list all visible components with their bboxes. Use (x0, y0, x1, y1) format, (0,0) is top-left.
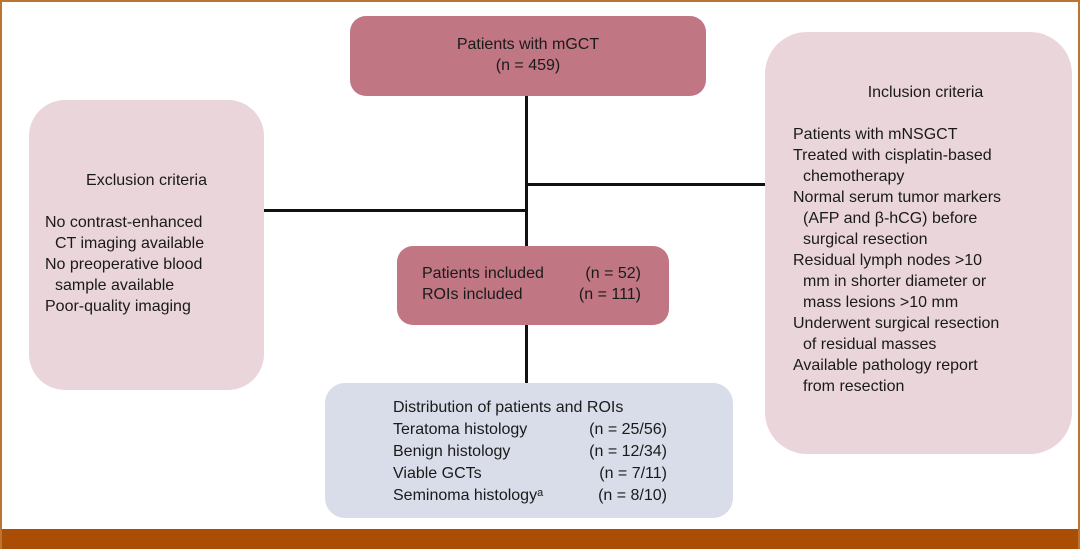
list-item: Underwent surgical resection of residual… (793, 315, 1000, 353)
row-count: (n = 7/11) (599, 465, 667, 482)
bottom-accent-bar (2, 529, 1078, 549)
inclusion-criteria-list: Patients with mNSGCT Treated with cisplat… (793, 124, 1058, 397)
list-item: ROIs included (n = 111) (422, 284, 641, 305)
inclusion-criteria-box: Inclusion criteria Patients with mNSGCT T… (765, 32, 1072, 454)
row-count: (n = 12/34) (589, 443, 667, 460)
row-count: (n = 52) (585, 265, 641, 282)
list-item: No contrast-enhanced CT imaging availabl… (45, 214, 205, 252)
exclusion-criteria-box: Exclusion criteria No contrast-enhanced … (29, 100, 264, 390)
list-item: Viable GCTs (n = 7/11) (393, 463, 667, 485)
connector-horizontal-exclusion (264, 209, 528, 212)
exclusion-criteria-list: No contrast-enhanced CT imaging availabl… (45, 212, 248, 317)
list-item: Treated with cisplatin-based chemotherap… (793, 147, 992, 185)
list-item: Available pathology report from resectio… (793, 357, 978, 395)
connector-vertical-top (525, 96, 528, 246)
list-item: Poor-quality imaging (45, 298, 191, 315)
patients-mgct-count: (n = 459) (495, 57, 561, 74)
patients-mgct-label: Patients with mGCT (456, 36, 600, 53)
connector-vertical-bottom (525, 325, 528, 383)
list-item: Residual lymph nodes >10 mm in shorter d… (793, 252, 987, 311)
patients-included-box: Patients included (n = 52) ROIs included (n… (397, 246, 669, 325)
inclusion-criteria-title: Inclusion criteria (867, 84, 984, 101)
distribution-box: Distribution of patients and ROIs Terato… (325, 383, 733, 518)
row-label: ROIs included (422, 286, 523, 303)
list-item: Patients included (n = 52) (422, 263, 641, 284)
row-label: Benign histology (393, 443, 511, 460)
row-label: Viable GCTs (393, 465, 482, 482)
list-item: Patients with mNSGCT (793, 126, 958, 143)
row-count: (n = 111) (578, 286, 641, 303)
list-item: Benign histology (n = 12/34) (393, 441, 667, 463)
exclusion-criteria-title: Exclusion criteria (86, 172, 207, 189)
list-item: Teratoma histology (n = 25/56) (393, 419, 667, 441)
row-label: Teratoma histology (393, 421, 528, 438)
patients-mgct-box: Patients with mGCT (n = 459) (350, 16, 706, 96)
list-item: Seminoma histologyᵃ (n = 8/10) (393, 485, 667, 507)
distribution-title: Distribution of patients and ROIs (393, 399, 624, 416)
row-count: (n = 25/56) (589, 421, 667, 438)
row-count: (n = 8/10) (598, 487, 667, 504)
row-label: Patients included (422, 265, 544, 282)
list-item: No preoperative blood sample available (45, 256, 203, 294)
connector-horizontal-inclusion (527, 183, 765, 186)
row-label: Seminoma histologyᵃ (393, 487, 544, 504)
list-item: Normal serum tumor markers (AFP and β-hC… (793, 189, 1002, 248)
